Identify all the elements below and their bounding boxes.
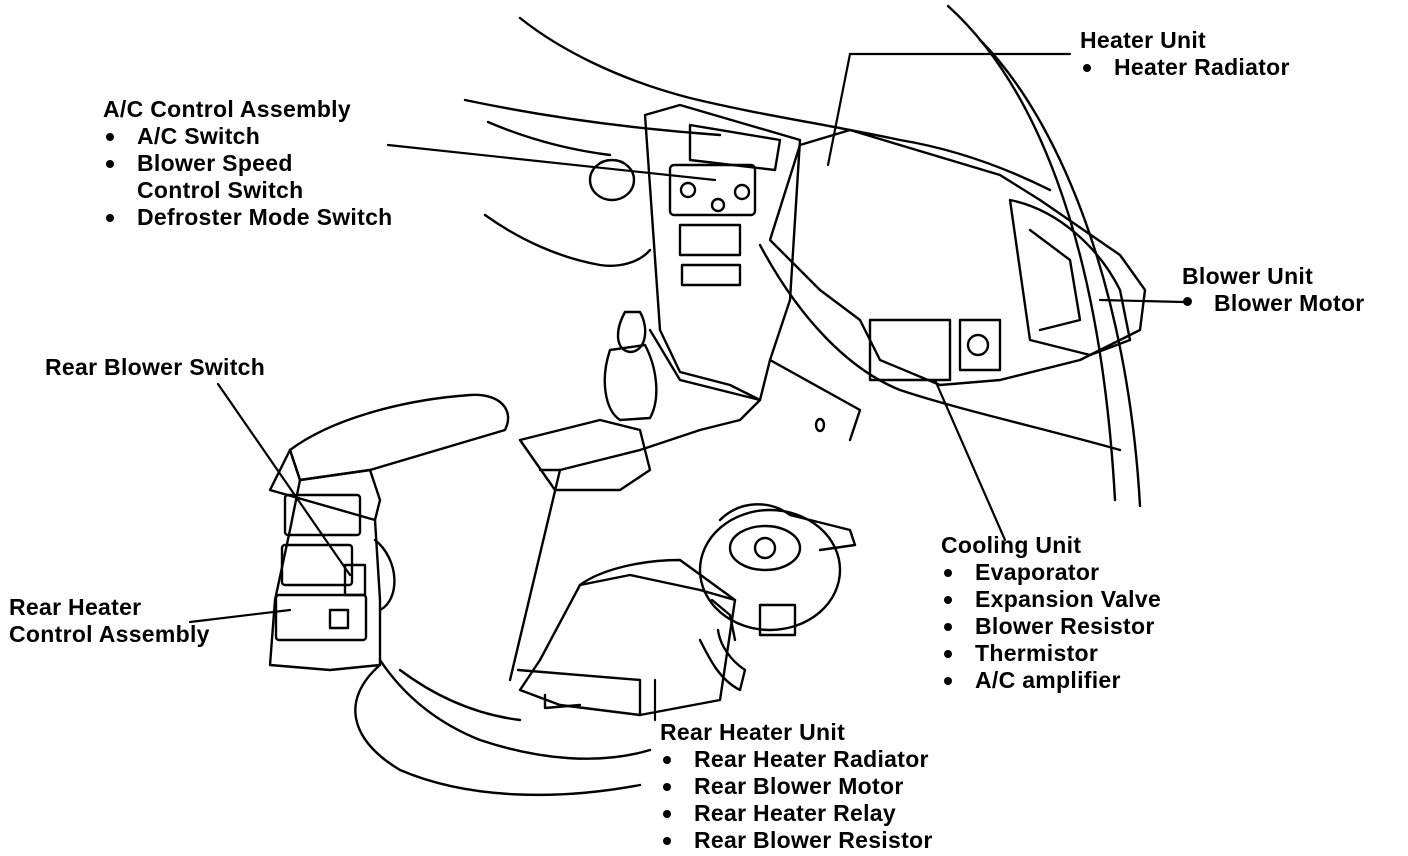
armrest-top: [288, 393, 510, 482]
leader-rear-blower-switch: [216, 382, 352, 577]
rear-heater-unit-item-4: Rear Blower Resistor: [660, 827, 933, 854]
label-ac-control-assembly: A/C Control Assembly A/C Switch Blower S…: [103, 96, 393, 231]
cooling-unit-item-1: Evaporator: [941, 559, 1161, 586]
ac-control-item-2-continuation: Control Switch: [137, 177, 304, 203]
glovebox-edge: [768, 358, 862, 442]
rear-blower-bracket: [718, 503, 857, 552]
blower-unit-bullet: [1183, 297, 1192, 306]
label-blower-unit: Blower Unit Blower Motor: [1182, 263, 1365, 317]
rear-heater-control-title-2: Control Assembly: [9, 621, 210, 647]
amplifier-box: [958, 318, 1002, 372]
vent-top: [688, 123, 782, 172]
rear-heater-top: [578, 573, 737, 602]
rear-blower-switch-body: [343, 563, 367, 597]
floor-edge: [354, 663, 642, 797]
instrument-circle: [588, 158, 636, 202]
gauge-hood: [486, 120, 612, 157]
ac-control-panel: [668, 163, 757, 217]
cooling-unit-item-4: Thermistor: [941, 640, 1161, 667]
cooling-unit-item-5: A/C amplifier: [941, 667, 1161, 694]
rear-heater-control-title-1: Rear Heater: [9, 594, 142, 620]
rear-heater-pipe: [698, 628, 747, 692]
rear-blower-housing: [698, 508, 842, 632]
rear-heater-box: [518, 558, 737, 717]
blower-unit-item: Blower Motor: [1214, 290, 1365, 316]
ac-control-item-2: Blower Speed: [103, 150, 393, 177]
shifter-knob: [616, 310, 647, 354]
ac-control-item-3: Defroster Mode Switch: [103, 204, 393, 231]
floor-rim: [508, 468, 562, 682]
leader-rear-heater-control: [188, 608, 292, 624]
rear-heater-unit-item-2: Rear Blower Motor: [660, 773, 933, 800]
rear-heater-unit-title: Rear Heater Unit: [660, 719, 846, 745]
ac-control-item-1: A/C Switch: [103, 123, 393, 150]
rear-heater-unit-item-3: Rear Heater Relay: [660, 800, 933, 827]
heater-unit-item: Heater Radiator: [1080, 54, 1290, 81]
rear-blower-switch-title: Rear Blower Switch: [45, 354, 266, 380]
cooling-unit-title: Cooling Unit: [941, 532, 1082, 558]
label-heater-unit: Heater Unit Heater Radiator: [1080, 27, 1290, 81]
label-rear-heater-control-assembly: Rear Heater Control Assembly: [9, 594, 210, 648]
dashboard-top: [518, 16, 1052, 192]
rear-heater-unit-item-1: Rear Heater Radiator: [660, 746, 933, 773]
rear-heater-base: [516, 668, 642, 717]
dashboard-upper-edge: [463, 98, 722, 137]
rear-heater-foot: [543, 693, 582, 710]
rear-heater-pipe-2: [710, 598, 737, 642]
dashboard-front-edge: [483, 213, 652, 267]
rear-control-knob: [328, 608, 350, 630]
thermistor-round: [966, 333, 990, 357]
label-rear-heater-unit: Rear Heater Unit Rear Heater Radiator Re…: [660, 719, 933, 854]
blower-unit-title: Blower Unit: [1182, 263, 1314, 289]
floor-console: [538, 328, 762, 472]
leader-heater-unit: [826, 52, 1072, 167]
armrest-front: [298, 468, 382, 522]
center-stack-outline: [643, 103, 802, 402]
label-cooling-unit: Cooling Unit Evaporator Expansion Valve …: [941, 532, 1161, 694]
a-pillar-curve: [978, 38, 1142, 508]
rear-console-body: [268, 448, 382, 672]
floor-carpet-inner: [398, 668, 522, 722]
leader-ac-control: [386, 143, 717, 182]
blower-inner: [1028, 228, 1082, 332]
leader-cooling-unit: [933, 378, 1007, 542]
console-side-trim: [373, 538, 396, 612]
screw-hole: [814, 417, 826, 433]
heater-unit-title: Heater Unit: [1080, 27, 1206, 53]
cooling-unit-item-2: Expansion Valve: [941, 586, 1161, 613]
knob-right: [733, 183, 751, 201]
rear-heater-control-panel: [274, 593, 368, 642]
shift-boot: [603, 343, 658, 422]
rear-relay-box: [758, 603, 797, 637]
cooling-unit-box: [868, 318, 952, 382]
label-rear-blower-switch: Rear Blower Switch: [45, 354, 265, 381]
radio-slot-2: [680, 263, 742, 287]
lower-dash-line: [758, 243, 1122, 452]
leader-blower-unit: [1098, 298, 1185, 304]
rear-blower-wheel: [728, 524, 802, 572]
knob-left: [679, 181, 697, 199]
floor-carpet: [378, 658, 652, 760]
rear-blower-hub: [753, 536, 777, 560]
cooling-unit-item-3: Blower Resistor: [941, 613, 1161, 640]
heater-cooling-housing: [768, 128, 1147, 387]
ac-control-title: A/C Control Assembly: [103, 96, 351, 122]
knob-center: [710, 197, 726, 213]
blower-housing: [1008, 198, 1132, 357]
radio-slot-1: [678, 223, 742, 257]
